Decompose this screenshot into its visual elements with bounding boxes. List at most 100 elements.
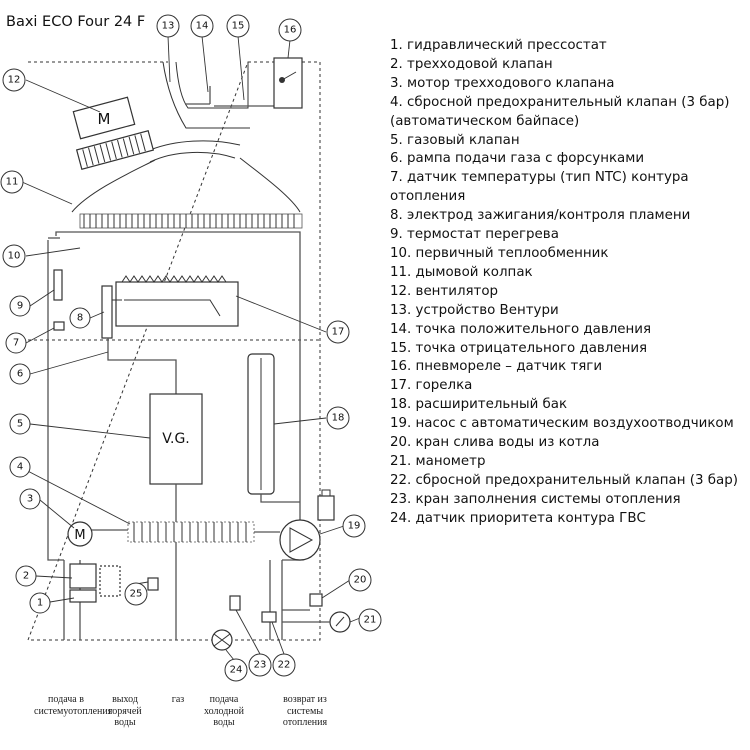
svg-text:24: 24: [230, 665, 243, 676]
callout-14: 14: [190, 14, 214, 38]
pressure-taps: [186, 57, 303, 109]
service-valves: [147, 577, 351, 651]
port-heating-return: возврат из системы отопления: [282, 694, 328, 728]
leader-lines: [19, 35, 361, 661]
callout-21: 21: [358, 608, 382, 632]
legend-item: 2. трехходовой клапан: [390, 56, 553, 72]
three-way-valve: M: [67, 521, 121, 603]
legend-item: 10. первичный теплообменник: [390, 245, 609, 261]
callout-11: 11: [0, 170, 24, 194]
sensors: [53, 269, 65, 331]
gas-line: V.G.: [107, 338, 203, 640]
svg-text:11: 11: [6, 177, 19, 188]
legend-item: 19. насос с автоматическим воздухоотводч…: [390, 416, 734, 432]
callout-24: 24: [224, 658, 248, 682]
legend-item: 13. устройство Вентури: [390, 302, 559, 318]
expansion-tank: [247, 353, 300, 503]
callout-2: 2: [15, 565, 37, 587]
legend-item: 11. дымовой колпак: [390, 264, 533, 280]
svg-text:13: 13: [162, 21, 175, 32]
legend-item: 18. расширительный бак: [390, 397, 568, 413]
callout-3: 3: [19, 488, 41, 510]
svg-text:21: 21: [364, 615, 377, 626]
legend-item: 23. кран заполнения системы отопления: [390, 491, 681, 507]
gas-valve-label: V.G.: [162, 431, 190, 447]
svg-text:19: 19: [348, 521, 361, 532]
legend-item: 4. сбросной предохранительный клапан (3 …: [390, 94, 730, 129]
legend-item: 16. пневмореле – датчик тяги: [390, 359, 603, 375]
svg-text:25: 25: [130, 589, 143, 600]
legend-item: 1. гидравлический прессостат: [390, 38, 607, 53]
boiler-casing: [27, 61, 321, 641]
legend-item: 3. мотор трехходового клапана: [390, 75, 615, 91]
svg-text:6: 6: [17, 369, 23, 380]
port-cold-water-in: подача холодной воды: [204, 694, 244, 728]
legend-item: 9. термостат перегрева: [390, 227, 559, 243]
primary-heat-exchanger: [79, 213, 303, 229]
legend-item: 17. горелка: [390, 378, 473, 394]
valve-motor-label: M: [74, 528, 85, 543]
legend-item: 15. точка отрицательного давления: [390, 340, 648, 356]
callout-17: 17: [326, 320, 350, 344]
svg-text:1: 1: [37, 598, 43, 609]
callout-13: 13: [156, 14, 180, 38]
callout-5: 5: [9, 413, 31, 435]
legend-item: 22. сбросной предохранительный клапан (3…: [390, 472, 738, 488]
callout-12: 12: [2, 68, 26, 92]
legend-item: 12. вентилятор: [390, 283, 499, 299]
component-legend: 1. гидравлический прессостат 2. трехходо…: [390, 37, 745, 529]
smoke-hood: [71, 157, 301, 213]
svg-text:2: 2: [23, 571, 29, 582]
svg-text:10: 10: [8, 251, 21, 262]
callout-7: 7: [5, 332, 27, 354]
svg-text:12: 12: [8, 75, 21, 86]
callout-25: 25: [124, 582, 148, 606]
diagram-title: Baxi ECO Four 24 F: [6, 14, 146, 30]
svg-text:7: 7: [13, 338, 19, 349]
svg-text:8: 8: [77, 313, 83, 324]
svg-text:14: 14: [196, 21, 209, 32]
fan: M: [72, 96, 155, 170]
legend-item: 7. датчик температуры (тип NTC) контура …: [390, 170, 689, 205]
callout-20: 20: [348, 568, 372, 592]
callout-9: 9: [9, 295, 31, 317]
pump: [279, 489, 335, 561]
flue-venturi: [149, 61, 250, 163]
svg-text:4: 4: [17, 462, 23, 473]
port-gas: газ: [171, 694, 185, 705]
svg-text:16: 16: [284, 25, 297, 36]
svg-text:20: 20: [354, 575, 367, 586]
callout-1: 1: [29, 592, 51, 614]
legend-item: 5. газовый клапан: [390, 132, 520, 148]
port-hot-water-out: выход горячей воды: [108, 694, 142, 728]
legend-item: 20. кран слива воды из котла: [390, 435, 600, 451]
port-heating-supply: подача в системуотопления: [34, 694, 113, 717]
callout-18: 18: [326, 406, 350, 430]
gas-valve-box: [149, 393, 203, 485]
callout-23: 23: [248, 653, 272, 677]
secondary-heat-exchanger: [80, 521, 280, 543]
svg-text:3: 3: [27, 494, 33, 505]
callout-15: 15: [226, 14, 250, 38]
callout-19: 19: [342, 514, 366, 538]
svg-text:15: 15: [232, 21, 245, 32]
burner: [101, 275, 239, 339]
svg-text:5: 5: [17, 419, 23, 430]
svg-text:23: 23: [254, 660, 267, 671]
legend-item: 21. манометр: [390, 453, 486, 469]
callout-10: 10: [2, 244, 26, 268]
callout-6: 6: [9, 363, 31, 385]
legend-item: 14. точка положительного давления: [390, 321, 652, 337]
callout-22: 22: [272, 653, 296, 677]
callout-8: 8: [69, 307, 91, 329]
svg-text:17: 17: [332, 327, 345, 338]
legend-item: 24. датчик приоритета контура ГВС: [390, 510, 646, 526]
legend-item: 8. электрод зажигания/контроля пламени: [390, 208, 691, 224]
callout-4: 4: [9, 456, 31, 478]
fan-motor-label: M: [98, 110, 111, 128]
svg-text:22: 22: [278, 660, 291, 671]
svg-text:18: 18: [332, 413, 345, 424]
callout-16: 16: [278, 18, 302, 42]
legend-item: 6. рампа подачи газа с форсунками: [390, 151, 645, 167]
